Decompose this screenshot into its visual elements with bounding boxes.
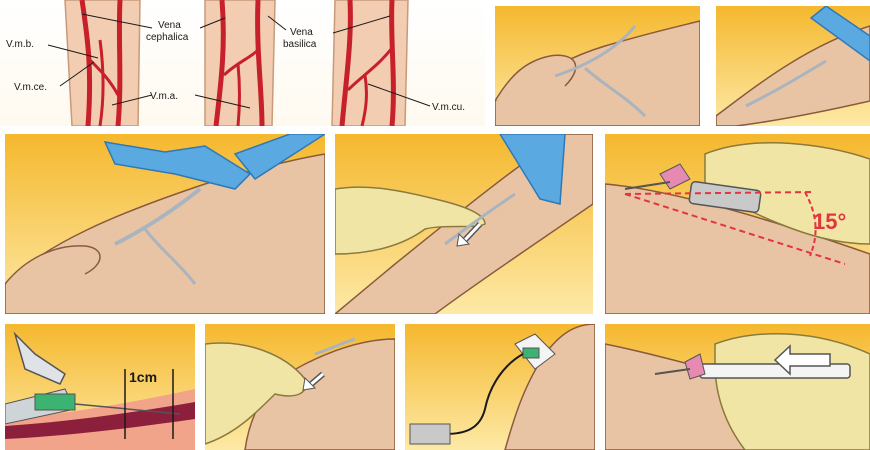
angle-label: 15°	[813, 209, 846, 234]
label-vmcu: V.m.cu.	[432, 102, 465, 113]
vein-anatomy-illustration: V.m.b. V.m.ce. V.m.a. Vena cephalica Ven…	[0, 0, 485, 126]
panel-syringe-draw	[605, 324, 870, 450]
panel-needle-depth: 1cm	[5, 324, 195, 450]
depth-label: 1cm	[129, 369, 157, 385]
label-vena-cephalica-2: cephalica	[146, 32, 189, 43]
panel-hand-tourniquet	[5, 134, 325, 314]
label-vmce: V.m.ce.	[14, 82, 47, 93]
label-vena-basilica-2: basilica	[283, 39, 317, 50]
panel-vein-anatomy: V.m.b. V.m.ce. V.m.a. Vena cephalica Ven…	[0, 0, 485, 126]
gloved-hand	[715, 334, 870, 450]
label-vena-cephalica-1: Vena	[158, 20, 181, 31]
panel-butterfly-needle	[405, 324, 595, 450]
panel-needle-angle: 15°	[605, 134, 870, 314]
panel-tourniquet-arm	[716, 6, 870, 126]
label-vma: V.m.a.	[150, 91, 178, 102]
panel-palpation	[335, 134, 593, 314]
label-vena-basilica-1: Vena	[290, 27, 313, 38]
panel-hand-veins	[495, 6, 700, 126]
panel-thumb-press	[205, 324, 395, 450]
label-vmb: V.m.b.	[6, 39, 34, 50]
